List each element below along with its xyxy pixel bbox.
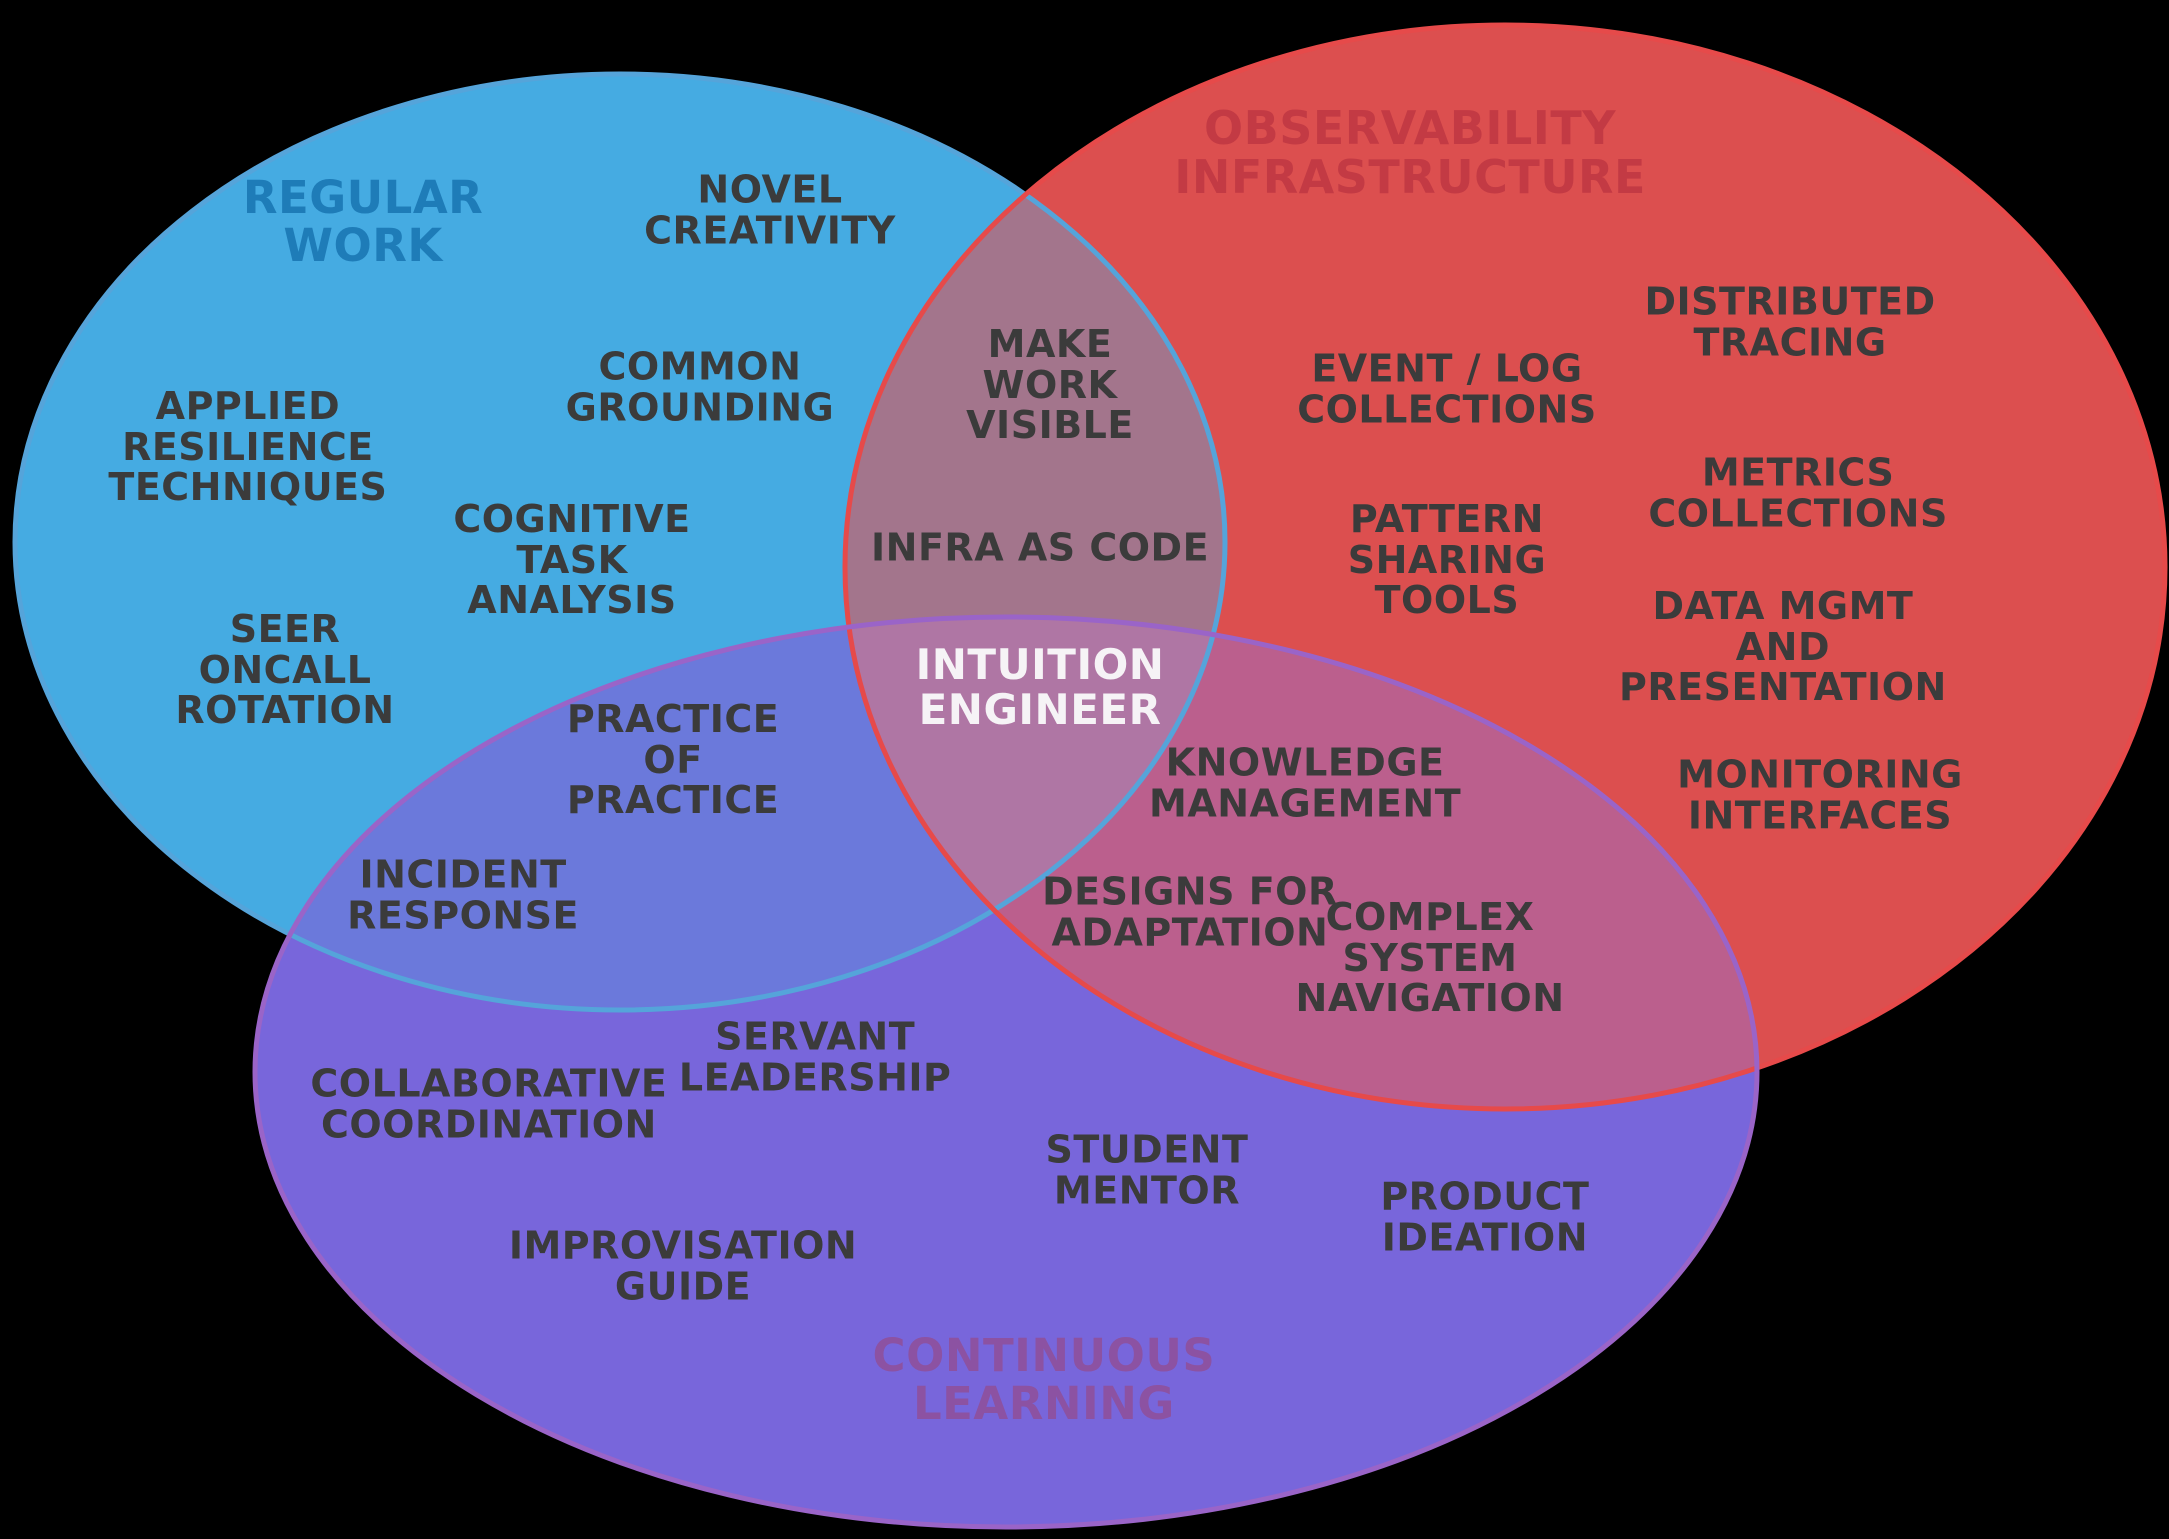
blue-purple-overlap-region — [255, 617, 1225, 1010]
cognitive-task-analysis: COGNITIVE TASK ANALYSIS — [453, 497, 691, 623]
title-continuous-learning: CONTINUOUS LEARNING — [872, 1328, 1216, 1431]
student-mentor: STUDENT MENTOR — [1045, 1127, 1249, 1212]
monitoring-interfaces: MONITORING INTERFACES — [1677, 752, 1963, 838]
title-regular-work: REGULAR WORK — [242, 170, 484, 272]
applied-resilience-techniques: APPLIED RESILIENCE TECHNIQUES — [108, 383, 388, 510]
regular-work-outline — [12, 71, 1228, 1013]
common-grounding: COMMON GROUNDING — [565, 344, 835, 430]
distributed-tracing: DISTRIBUTED TRACING — [1644, 279, 1936, 364]
continuous-learning-outline — [252, 614, 1760, 1530]
servant-leadership: SERVANT LEADERSHIP — [678, 1014, 952, 1099]
pattern-sharing-tools: PATTERN SHARING TOOLS — [1347, 497, 1547, 623]
incident-response: INCIDENT RESPONSE — [347, 852, 580, 937]
product-ideation: PRODUCT IDEATION — [1380, 1174, 1590, 1260]
make-work-visible: MAKE WORK VISIBLE — [966, 322, 1134, 448]
metrics-collections: METRICS COLLECTIONS — [1648, 450, 1948, 535]
designs-for-adaptation: DESIGNS FOR ADAPTATION — [1042, 869, 1338, 954]
knowledge-management: KNOWLEDGE MANAGEMENT — [1149, 740, 1462, 826]
improvisation-guide: IMPROVISATION GUIDE — [508, 1223, 858, 1308]
collaborative-coordination: COLLABORATIVE COORDINATION — [310, 1061, 668, 1146]
seer-oncall-rotation: SEER ONCALL ROTATION — [175, 606, 395, 733]
novel-creativity: NOVEL CREATIVITY — [644, 167, 896, 252]
complex-system-navigation: COMPLEX SYSTEM NAVIGATION — [1295, 895, 1565, 1021]
infra-as-code: INFRA AS CODE — [871, 525, 1210, 570]
observability-infrastructure-outline — [842, 22, 2168, 1112]
title-observability-infrastructure: OBSERVABILITY INFRASTRUCTURE — [1174, 100, 1646, 204]
data-mgmt-and-presentation: DATA MGMT AND PRESENTATION — [1619, 584, 1947, 710]
practice-of-practice: PRACTICE OF PRACTICE — [566, 696, 780, 823]
event-log-collections: EVENT / LOG COLLECTIONS — [1297, 346, 1597, 432]
intuition-engineer: INTUITION ENGINEER — [915, 639, 1165, 734]
